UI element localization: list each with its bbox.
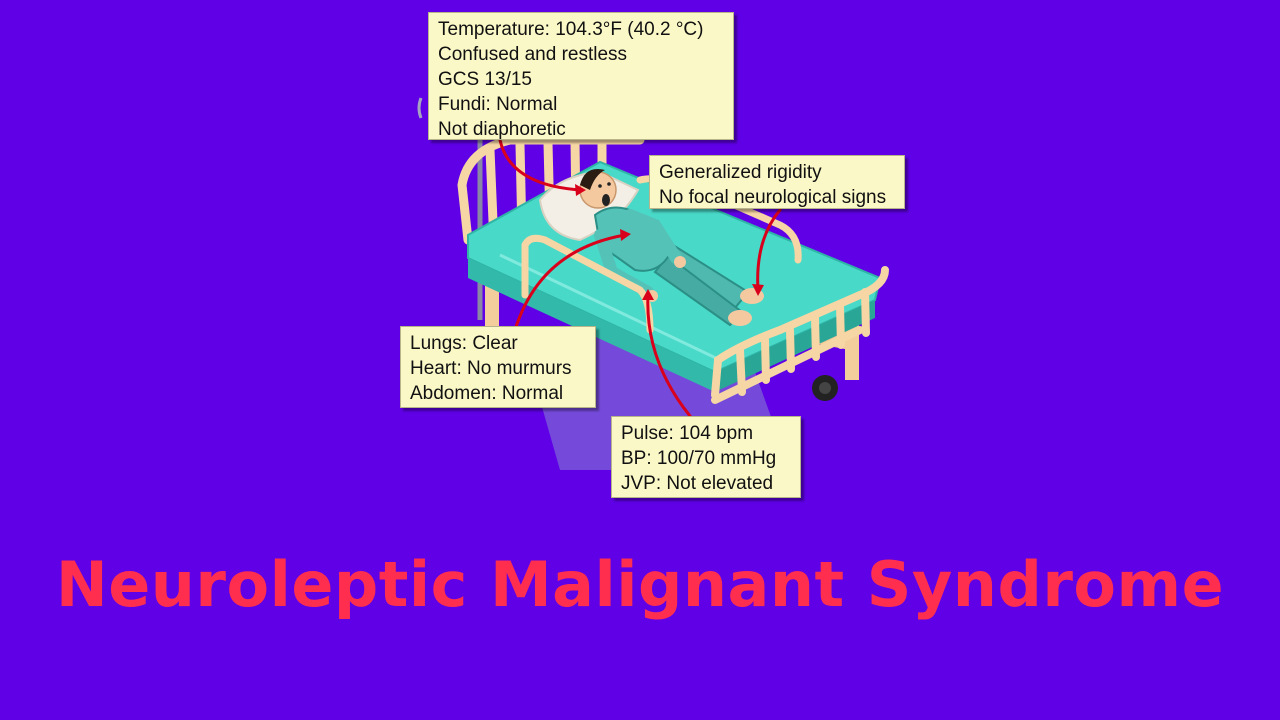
- note-line: Not diaphoretic: [438, 119, 566, 140]
- note-line: Temperature: 104.3°F (40.2 °C): [438, 19, 704, 40]
- connector-neuro: [756, 208, 782, 292]
- note-line: Confused and restless: [438, 44, 628, 65]
- connector-exam: [513, 233, 627, 332]
- note-line: GCS 13/15: [438, 69, 532, 90]
- note-line: JVP: Not elevated: [621, 473, 774, 494]
- note-line: Abdomen: Normal: [410, 383, 564, 404]
- page-title: Neuroleptic Malignant Syndrome: [55, 548, 1225, 621]
- patient-figure: [579, 169, 764, 327]
- note-neuro-findings: Generalized rigidity No focal neurologic…: [649, 155, 905, 209]
- note-line: Pulse: 104 bpm: [621, 423, 754, 444]
- note-line: Heart: No murmurs: [410, 358, 572, 379]
- note-line: No focal neurological signs: [659, 187, 887, 208]
- connector-pulse: [646, 293, 692, 418]
- note-vital-signs: Pulse: 104 bpm BP: 100/70 mmHg JVP: Not …: [611, 416, 801, 498]
- note-line: Fundi: Normal: [438, 94, 558, 115]
- note-head-findings: Temperature: 104.3°F (40.2 °C) Confused …: [428, 12, 734, 140]
- bed-footboard: [711, 266, 889, 404]
- note-line: Generalized rigidity: [659, 162, 822, 183]
- note-line: BP: 100/70 mmHg: [621, 448, 777, 469]
- connector-head: [498, 138, 582, 192]
- connector-lines: [498, 138, 782, 418]
- note-line: Lungs: Clear: [410, 333, 518, 354]
- note-exam-findings: Lungs: Clear Heart: No murmurs Abdomen: …: [400, 326, 596, 408]
